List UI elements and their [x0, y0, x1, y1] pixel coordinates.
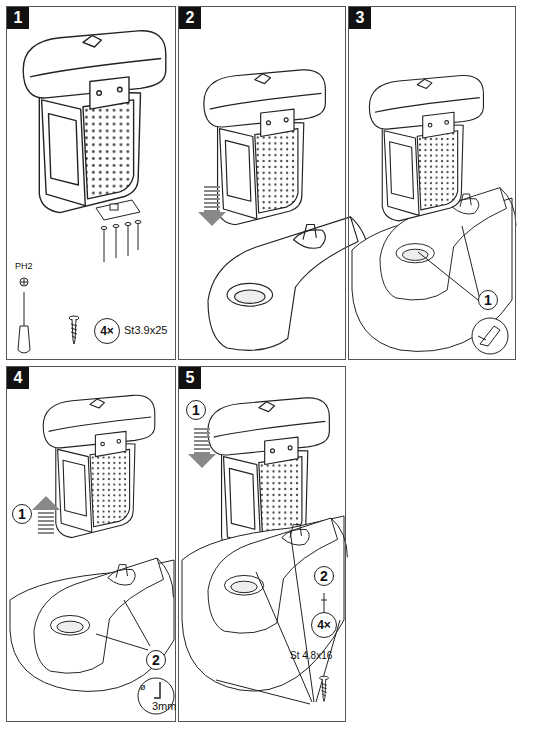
step-number: 5 — [179, 367, 201, 389]
step-panel: 1 4× — [6, 6, 176, 360]
callout-number: 1 — [484, 292, 492, 308]
step-number: 1 — [7, 7, 29, 29]
spec-label: St3.9x25 — [124, 324, 167, 336]
step-number: 4 — [7, 367, 29, 389]
callout-circle: 4× — [94, 318, 120, 344]
callout-number: 4× — [317, 618, 331, 632]
step-panel: 4 1 2 — [6, 366, 176, 722]
callout-circle: 2 — [146, 650, 166, 670]
step-panel: 2 — [178, 6, 346, 360]
spec-label: ø — [140, 683, 146, 693]
callout-number: 4× — [100, 324, 114, 338]
step-panel: 5 1 2 4× — [178, 366, 346, 722]
callout-number: 2 — [320, 568, 328, 584]
callout-number: 2 — [152, 652, 160, 668]
callout-circle: 4× — [311, 612, 337, 638]
step-number: 3 — [349, 7, 371, 29]
step-number: 2 — [179, 7, 201, 29]
step-panel: 31 — [348, 6, 516, 360]
spec-label: PH2 — [15, 262, 33, 272]
callout-number: 1 — [192, 402, 200, 418]
callout-circle: 2 — [314, 566, 334, 586]
callout-circle: 1 — [186, 400, 206, 420]
callout-circle: 1 — [12, 504, 32, 524]
spec-label: St 4.8x16 — [290, 650, 332, 661]
callout-number: 1 — [18, 506, 26, 522]
spec-label: 3mm — [152, 700, 176, 712]
callout-circle: 1 — [478, 290, 498, 310]
